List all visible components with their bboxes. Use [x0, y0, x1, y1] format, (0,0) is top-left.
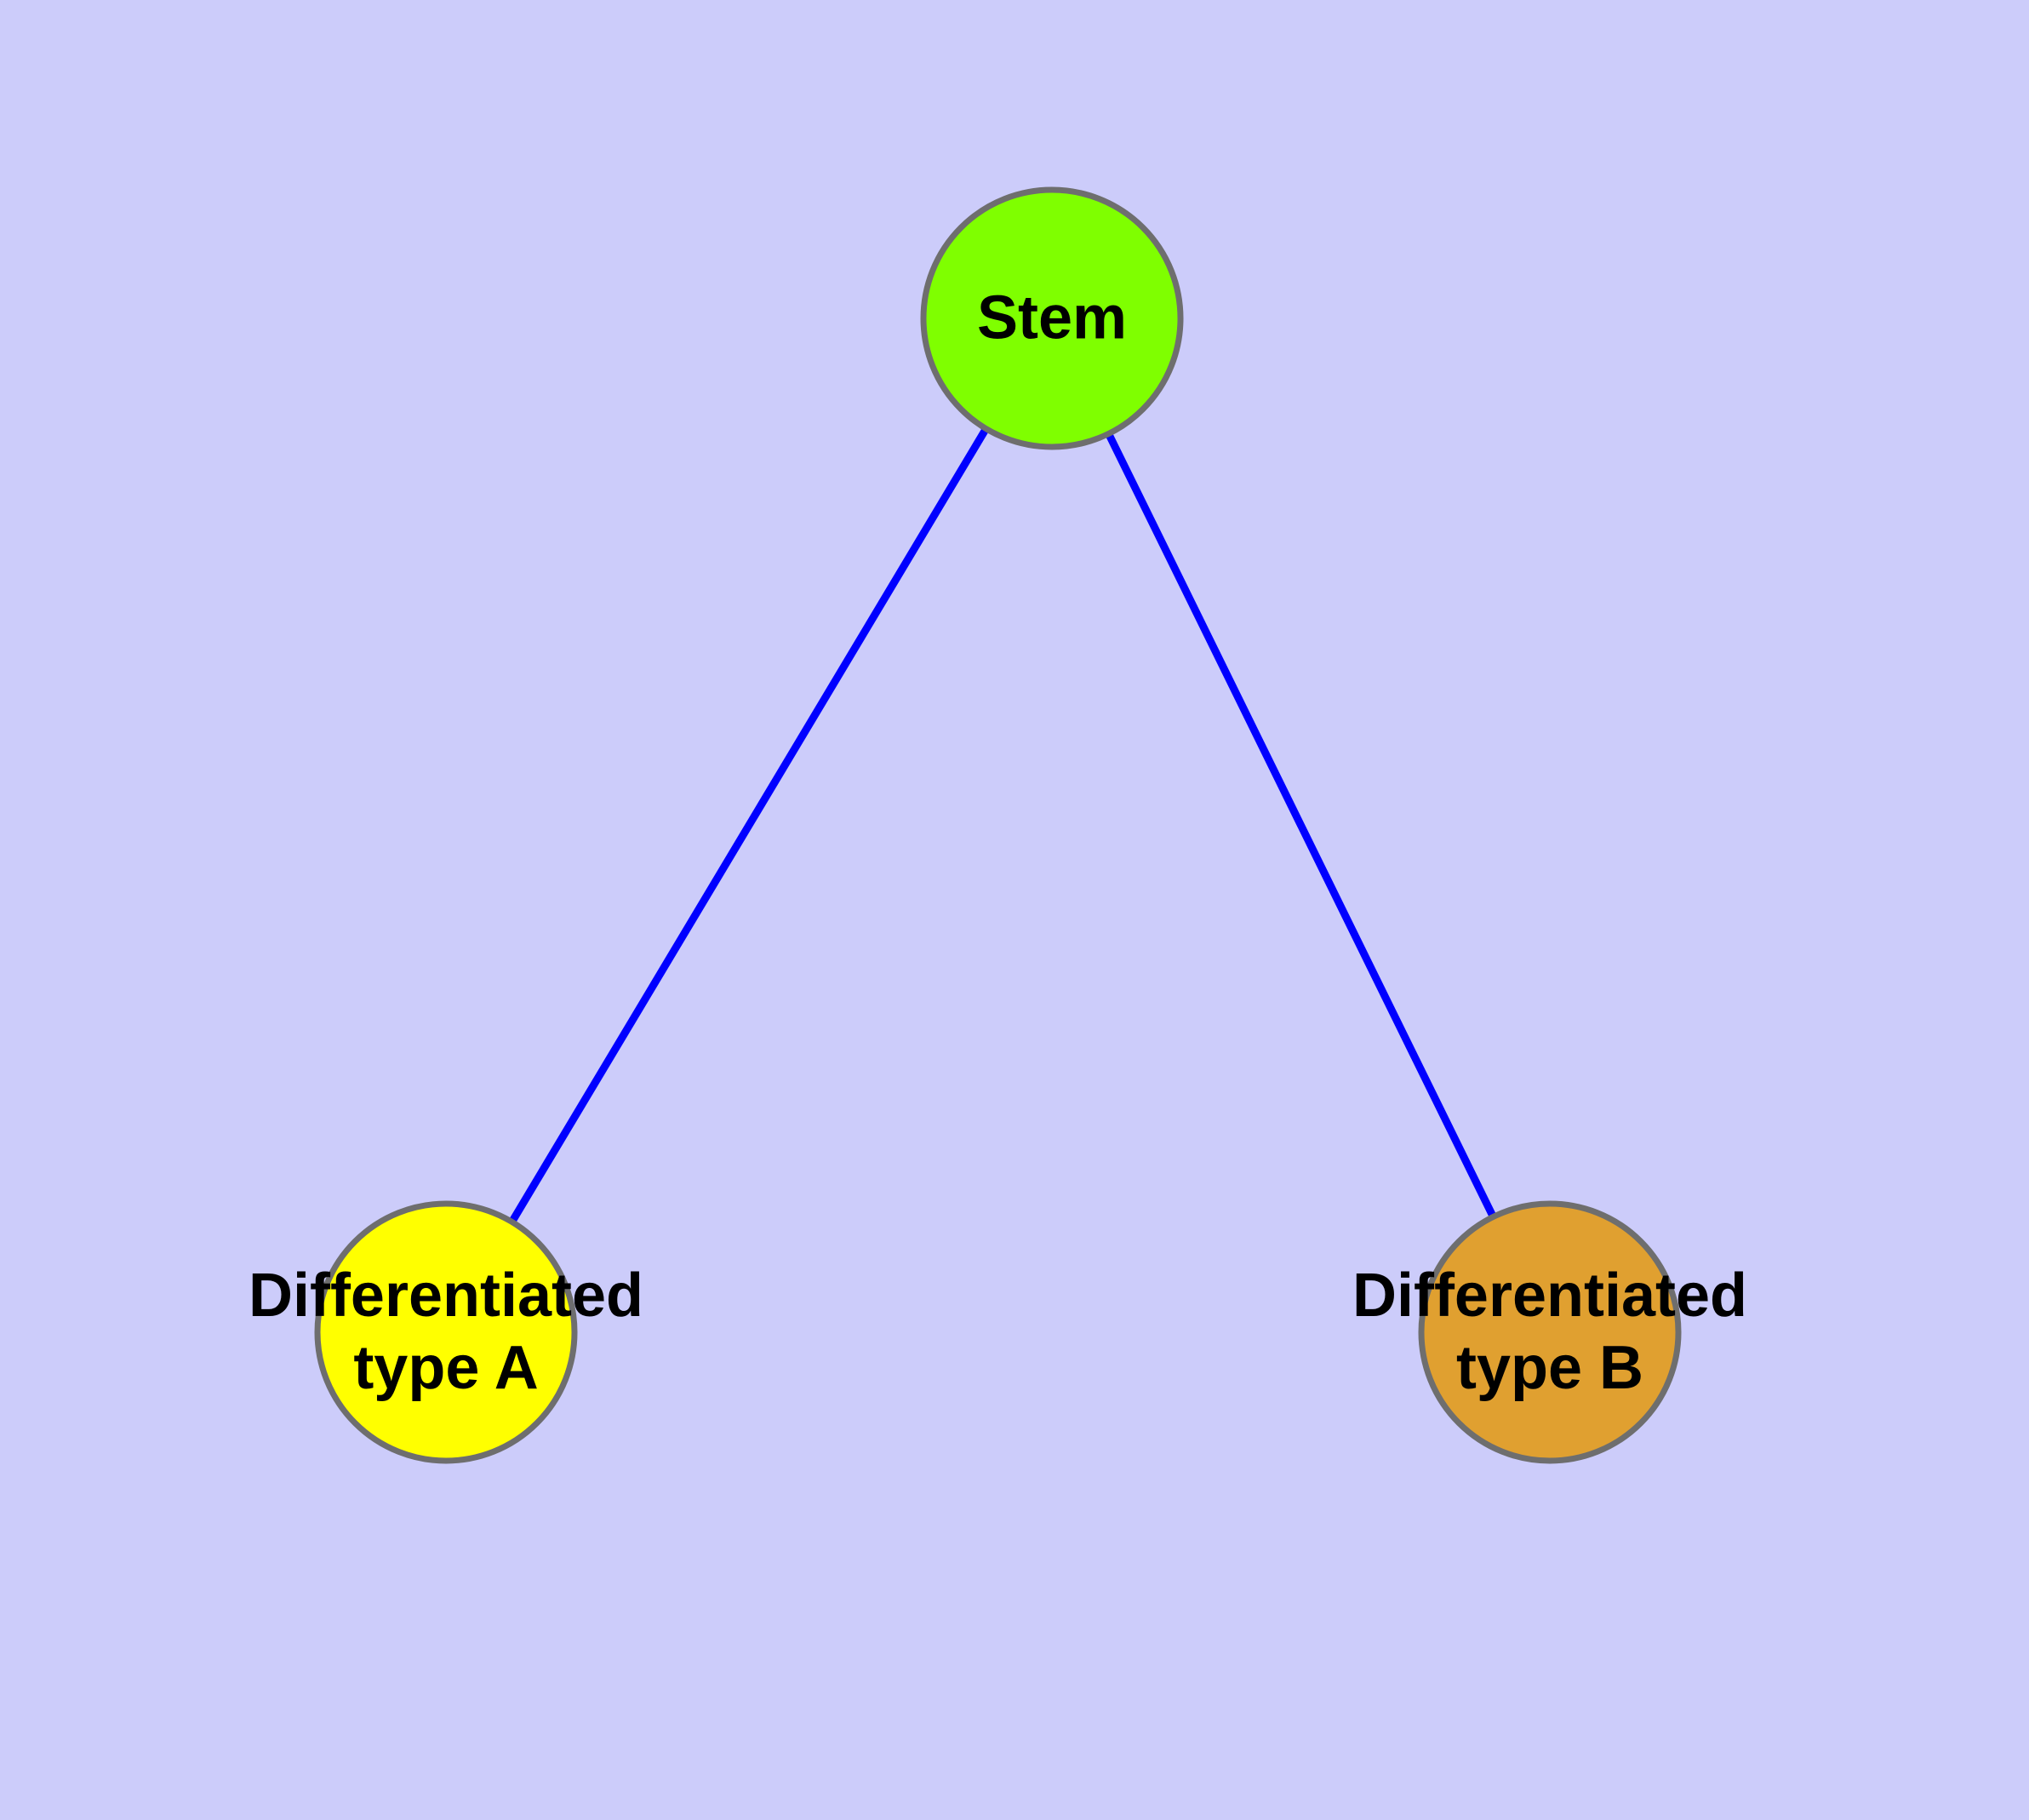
graph-edge-stem-to-diff_b [1105, 432, 1497, 1218]
graph-node-diff_b[interactable] [1418, 1200, 1682, 1464]
graph-node-stem[interactable] [920, 186, 1184, 450]
edge-layer [509, 427, 1497, 1223]
graph-edge-stem-to-diff_a [509, 427, 989, 1223]
node-layer [314, 186, 1682, 1464]
graph-node-diff_a[interactable] [314, 1200, 578, 1464]
